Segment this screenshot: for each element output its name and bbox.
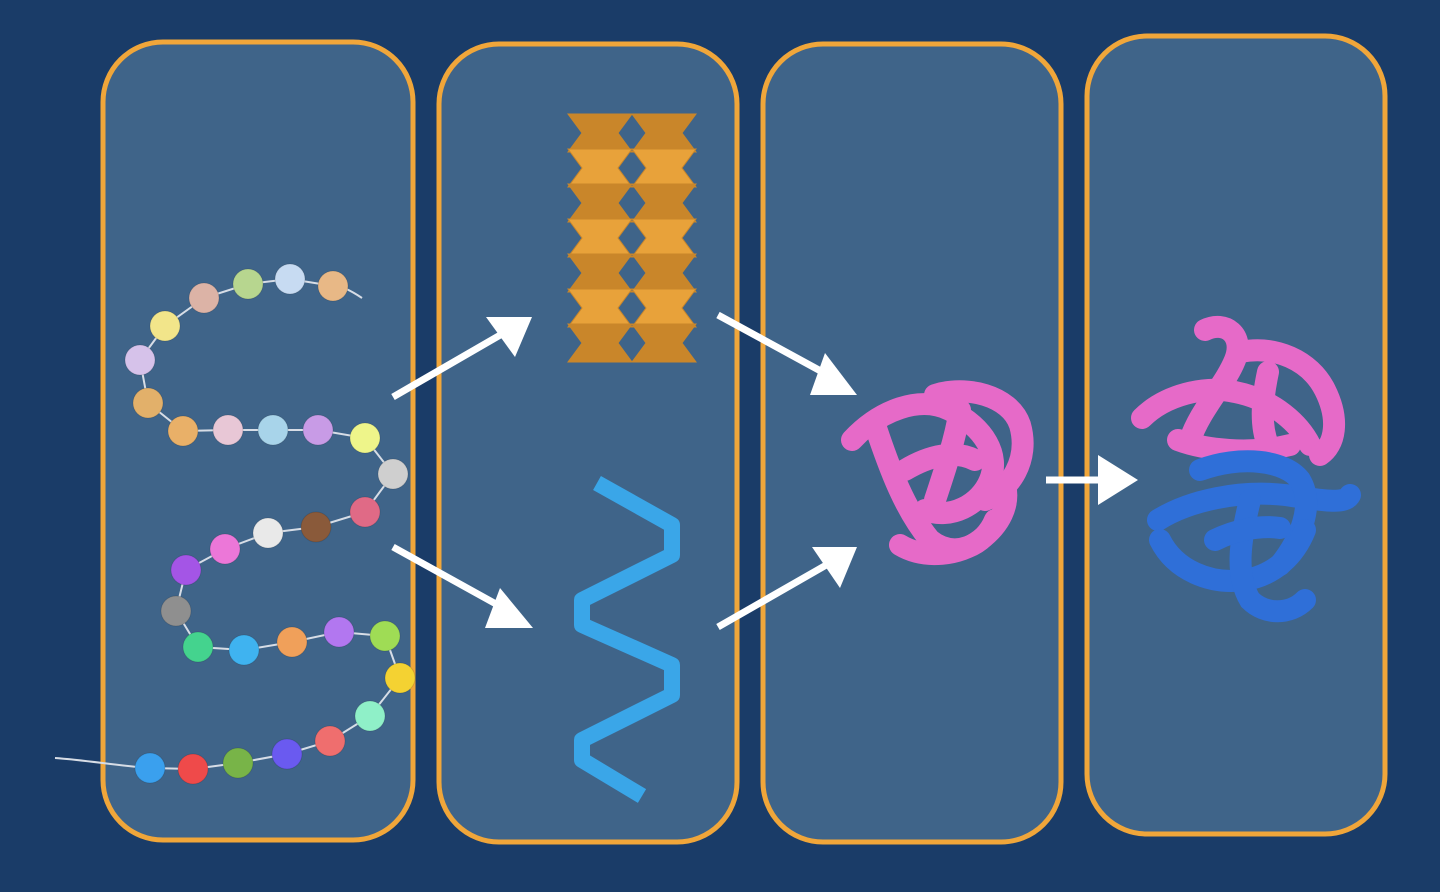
amino-acid-bead bbox=[188, 282, 220, 314]
beta-strand-segment bbox=[631, 288, 697, 328]
helix-ribbon bbox=[574, 476, 680, 803]
amino-acid-bead bbox=[354, 700, 386, 732]
amino-acid-bead bbox=[134, 752, 166, 784]
amino-acid-bead bbox=[314, 725, 346, 757]
arrow-helix-to-tertiary bbox=[716, 547, 857, 631]
panels bbox=[100, 33, 1388, 845]
subunit-pink bbox=[1131, 315, 1346, 466]
tertiary-structure bbox=[841, 380, 1034, 566]
amino-acid-bead bbox=[257, 414, 289, 446]
amino-acid-bead bbox=[212, 414, 244, 446]
amino-acid-bead bbox=[377, 458, 409, 490]
quaternary-pink-strand-1 bbox=[1131, 378, 1321, 456]
arrow-tertiary-to-quaternary bbox=[1046, 455, 1138, 505]
beta-strand-segment bbox=[631, 218, 697, 258]
tertiary-strand-4 bbox=[889, 474, 1018, 566]
beta-strand-segment bbox=[631, 323, 697, 363]
amino-acid-bead bbox=[124, 344, 156, 376]
amino-acid-bead bbox=[317, 270, 349, 302]
beta-strand-segment bbox=[631, 148, 697, 188]
panel-quaternary bbox=[1084, 33, 1388, 837]
amino-acid-bead bbox=[132, 387, 164, 419]
amino-acid-bead bbox=[349, 422, 381, 454]
amino-acid-bead bbox=[232, 268, 264, 300]
amino-acid-bead bbox=[323, 616, 355, 648]
beta-strand-segment bbox=[631, 253, 697, 293]
quaternary-pink-strand-5 bbox=[1251, 361, 1279, 456]
quaternary-blue-strand-5 bbox=[1204, 516, 1291, 551]
primary-chain bbox=[54, 263, 416, 785]
amino-acid-bead bbox=[384, 662, 416, 694]
panel-tertiary bbox=[760, 41, 1064, 845]
amino-acid-bead bbox=[276, 626, 308, 658]
amino-acid-bead bbox=[228, 634, 260, 666]
quaternary-structure bbox=[1131, 315, 1361, 623]
amino-acid-bead bbox=[302, 414, 334, 446]
amino-acid-bead bbox=[222, 747, 254, 779]
quaternary-pink-strand-3 bbox=[1229, 339, 1346, 466]
arrow-sheet-to-tertiary bbox=[716, 311, 857, 395]
beta-strand-segment bbox=[631, 183, 697, 223]
amino-acid-bead bbox=[209, 533, 241, 565]
amino-acid-bead bbox=[160, 595, 192, 627]
alpha-helix bbox=[574, 476, 680, 803]
amino-acid-bead bbox=[182, 631, 214, 663]
amino-acid-bead bbox=[274, 263, 306, 295]
amino-acid-beads bbox=[124, 263, 416, 785]
amino-acid-bead bbox=[252, 517, 284, 549]
arrow-primary-to-helix bbox=[391, 543, 533, 628]
tertiary-strand-6 bbox=[924, 399, 971, 511]
amino-acid-bead bbox=[170, 554, 202, 586]
arrows bbox=[391, 311, 1138, 631]
quaternary-blue-strand-1 bbox=[1147, 482, 1361, 531]
amino-acid-bead bbox=[271, 738, 303, 770]
amino-acid-bead bbox=[149, 310, 181, 342]
subunit-blue bbox=[1147, 450, 1361, 623]
amino-acid-bead bbox=[177, 753, 209, 785]
amino-acid-bead bbox=[167, 415, 199, 447]
amino-acid-bead bbox=[369, 620, 401, 652]
arrow-primary-to-sheet bbox=[391, 317, 532, 401]
beta-strand-segment bbox=[631, 113, 697, 153]
amino-acid-bead bbox=[349, 496, 381, 528]
amino-acid-bead bbox=[300, 511, 332, 543]
beta-sheet bbox=[567, 113, 697, 363]
tertiary-strand-1 bbox=[841, 393, 1004, 525]
